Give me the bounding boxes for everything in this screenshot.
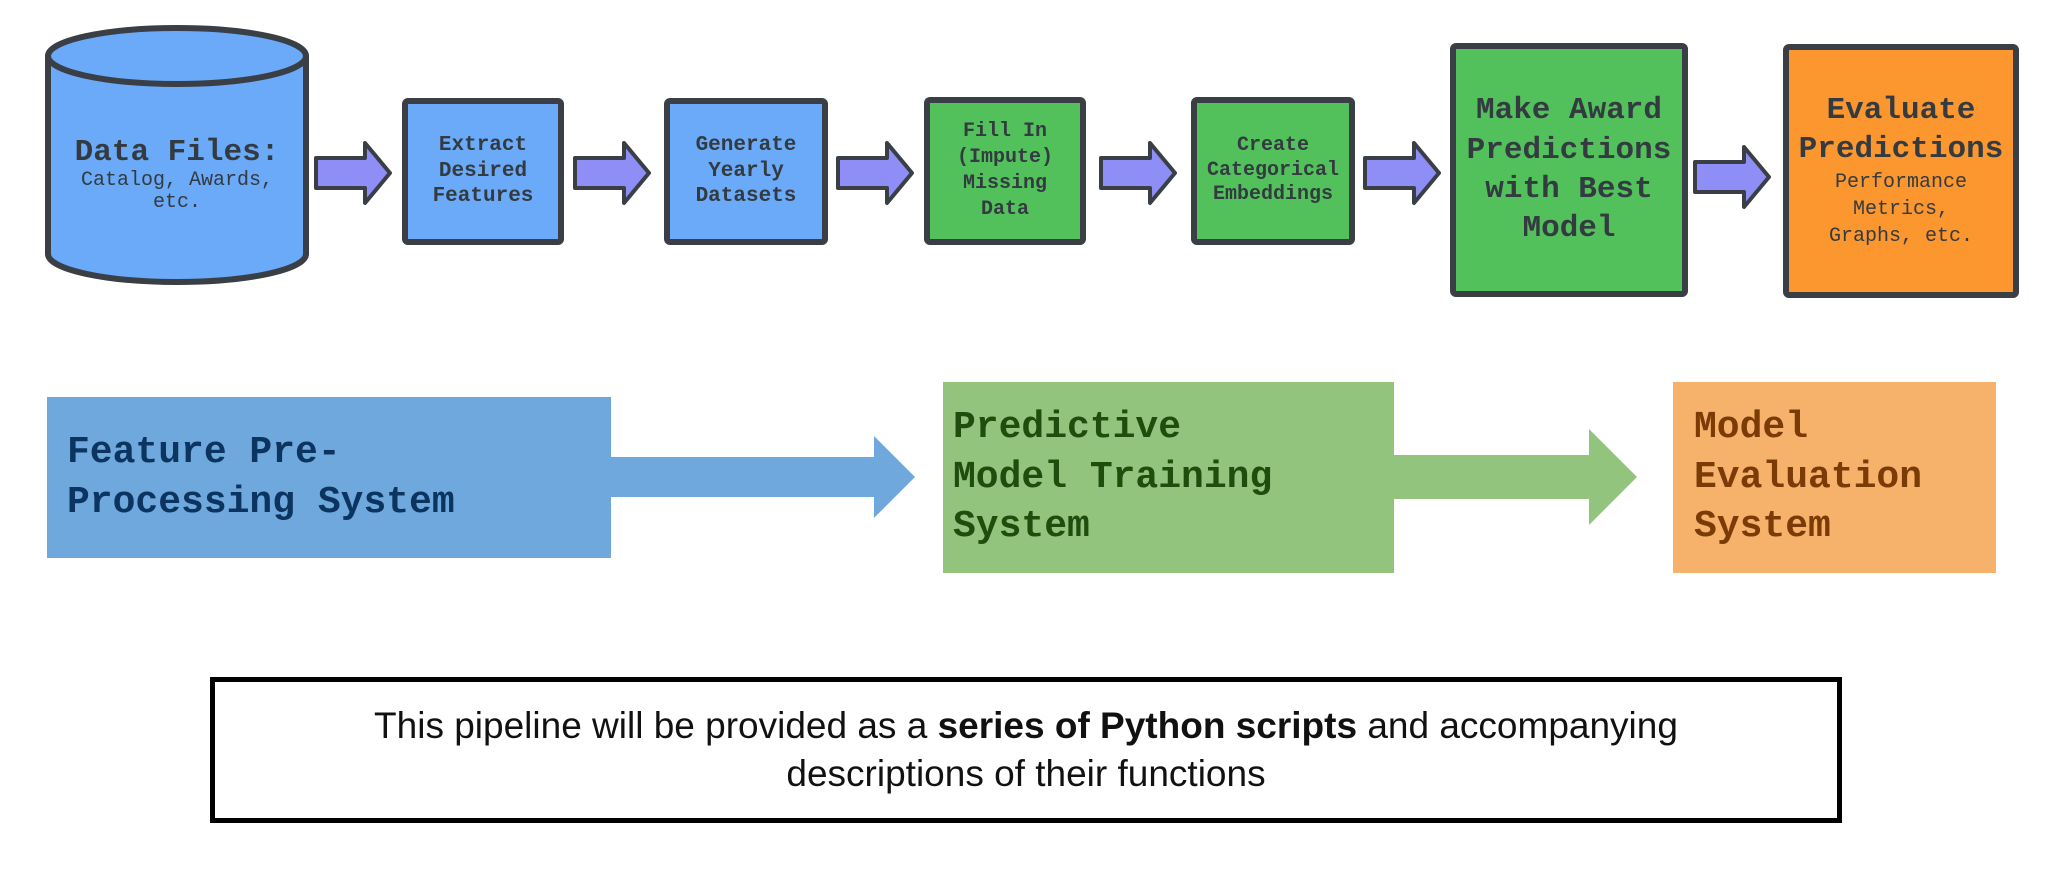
database-cylinder-icon [45, 25, 309, 285]
step-extract-line-1: Extract [438, 134, 528, 158]
step-fill-line-1: Fill In [962, 120, 1047, 143]
flow-arrow-5 [1363, 141, 1441, 205]
system-arrow-1 [610, 436, 915, 518]
step-evaluate-sub-2: Metrics, [1852, 198, 1949, 222]
step-evaluate-sub-1: Performance [1834, 171, 1968, 195]
step-predict-line-1: Make Award [1475, 93, 1663, 129]
pipeline-note-line-1: This pipeline will be provided as a seri… [374, 702, 1678, 750]
flow-arrow-1 [314, 141, 392, 205]
system-training-line-1: Predictive [953, 406, 1182, 450]
step-evaluate-sub-3: Graphs, etc. [1828, 225, 1974, 249]
system-evaluation-line-2: Evaluation [1694, 455, 1923, 499]
step-embed-line-1: Create [1236, 134, 1309, 158]
step-extract-line-2: Desired [438, 159, 528, 183]
step-predict-line-4: Model [1522, 211, 1616, 247]
system-feature-preprocessing: Feature Pre- Processing System [47, 397, 611, 558]
note-text-bold: series of Python scripts [937, 704, 1358, 746]
flow-arrow-6 [1693, 145, 1771, 209]
step-evaluate-title-1: Evaluate [1826, 92, 1976, 128]
step-fill-line-3: Missing [962, 172, 1047, 195]
system-feature-line-2: Processing System [67, 480, 455, 524]
step-fill-line-2: (Impute) [956, 146, 1053, 169]
system-model-training: Predictive Model Training System [943, 382, 1394, 573]
step-embed-line-3: Embeddings [1212, 183, 1334, 207]
step-extract-line-3: Features [432, 185, 534, 209]
step-evaluate-title-2: Predictions [1798, 131, 2004, 167]
step-impute-missing-data: Fill In (Impute) Missing Data [924, 97, 1086, 245]
system-arrow-2 [1393, 429, 1637, 525]
step-generate-line-1: Generate [695, 134, 797, 158]
step-fill-line-4: Data [980, 198, 1029, 221]
data-files-subtitle-2: etc. [152, 191, 201, 215]
step-categorical-embeddings: Create Categorical Embeddings [1191, 97, 1355, 245]
step-generate-line-3: Datasets [695, 185, 797, 209]
data-files-subtitle-1: Catalog, Awards, [80, 169, 274, 193]
system-evaluation-line-1: Model [1694, 406, 1809, 450]
pipeline-note-line-2: descriptions of their functions [786, 753, 1266, 794]
flow-arrow-2 [573, 141, 651, 205]
data-files-label: Data Files: Catalog, Awards, etc. [52, 135, 302, 215]
flow-arrow-3 [836, 141, 914, 205]
system-training-line-2: Model Training [953, 455, 1273, 499]
step-award-predictions: Make Award Predictions with Best Model [1450, 43, 1688, 297]
step-evaluate-predictions: Evaluate Predictions Performance Metrics… [1783, 44, 2019, 298]
system-model-evaluation: Model Evaluation System [1673, 382, 1996, 573]
step-generate-datasets: Generate Yearly Datasets [664, 98, 828, 245]
pipeline-note-box: This pipeline will be provided as a seri… [210, 677, 1842, 823]
step-generate-line-2: Yearly [708, 159, 784, 183]
system-evaluation-line-3: System [1694, 505, 1831, 549]
step-predict-line-3: with Best [1485, 172, 1653, 207]
data-files-title: Data Files: [74, 135, 280, 170]
system-training-line-3: System [953, 505, 1090, 549]
step-extract-features: Extract Desired Features [402, 98, 564, 245]
system-feature-line-1: Feature Pre- [67, 431, 341, 475]
step-embed-line-2: Categorical [1206, 158, 1340, 182]
note-text-before: This pipeline will be provided as a [374, 704, 938, 746]
note-text-after: and accompanying [1357, 704, 1678, 746]
flow-arrow-4 [1099, 141, 1177, 205]
step-predict-line-2: Predictions [1466, 132, 1672, 168]
